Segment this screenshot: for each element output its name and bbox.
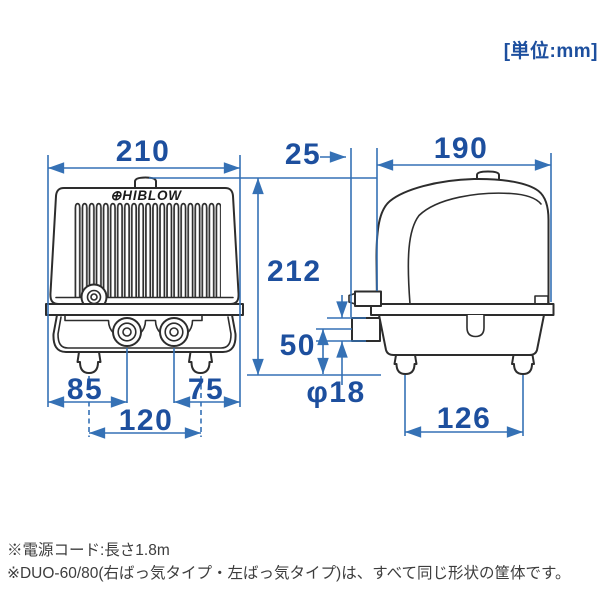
front-cooling-fins — [74, 202, 221, 298]
dim-port-left-offset: 85 — [67, 373, 103, 406]
front-base-inner-line — [57, 316, 232, 349]
front-view-drawing: ⊕HIBLOW — [45, 176, 244, 374]
dimension-lines — [47, 148, 552, 439]
dim-feet-span-side: 126 — [437, 402, 492, 435]
side-body — [375, 177, 550, 305]
brand-logo: ⊕HIBLOW — [110, 188, 182, 203]
front-flange — [45, 303, 244, 316]
side-foot-left — [393, 354, 418, 375]
dim-port-right-offset: 75 — [188, 373, 224, 406]
dim-outlet-height: 50 — [280, 329, 316, 362]
front-top-knob — [134, 176, 157, 189]
dim-gap: 25 — [285, 138, 321, 171]
side-outlet-pipe — [351, 317, 381, 342]
side-nipple — [354, 290, 382, 307]
side-top-knob — [476, 170, 500, 181]
dim-height: 212 — [267, 255, 322, 288]
note-duo-models: ※DUO-60/80(右ばっ気タイプ・左ばっ気タイプ)は、すべて同じ形状の筐体で… — [7, 565, 571, 582]
dim-front-width: 210 — [116, 135, 171, 168]
front-foot-left — [76, 351, 102, 374]
side-view-drawing — [348, 170, 555, 375]
front-base — [52, 314, 237, 353]
dim-feet-span-front: 120 — [119, 404, 174, 437]
pump-dimension-drawing: ⊕HIBLOW — [45, 39, 598, 439]
side-handle-recess — [466, 314, 485, 338]
front-outlet-port-right — [159, 317, 189, 347]
side-base — [378, 314, 545, 356]
side-cover-seam — [407, 192, 542, 305]
dimension-labels: 210 25 190 212 50 φ18 85 75 120 126 [単位:… — [67, 39, 598, 437]
side-foot-right — [511, 354, 535, 375]
dim-outlet-diameter: φ18 — [306, 376, 365, 409]
dim-side-width: 190 — [434, 132, 489, 165]
side-flange — [370, 303, 555, 316]
note-power-cord: ※電源コード:長さ1.8m — [7, 542, 170, 559]
unit-label: [単位:mm] — [504, 39, 598, 62]
front-foot-right — [188, 351, 213, 374]
front-outlet-port-left — [112, 317, 142, 347]
